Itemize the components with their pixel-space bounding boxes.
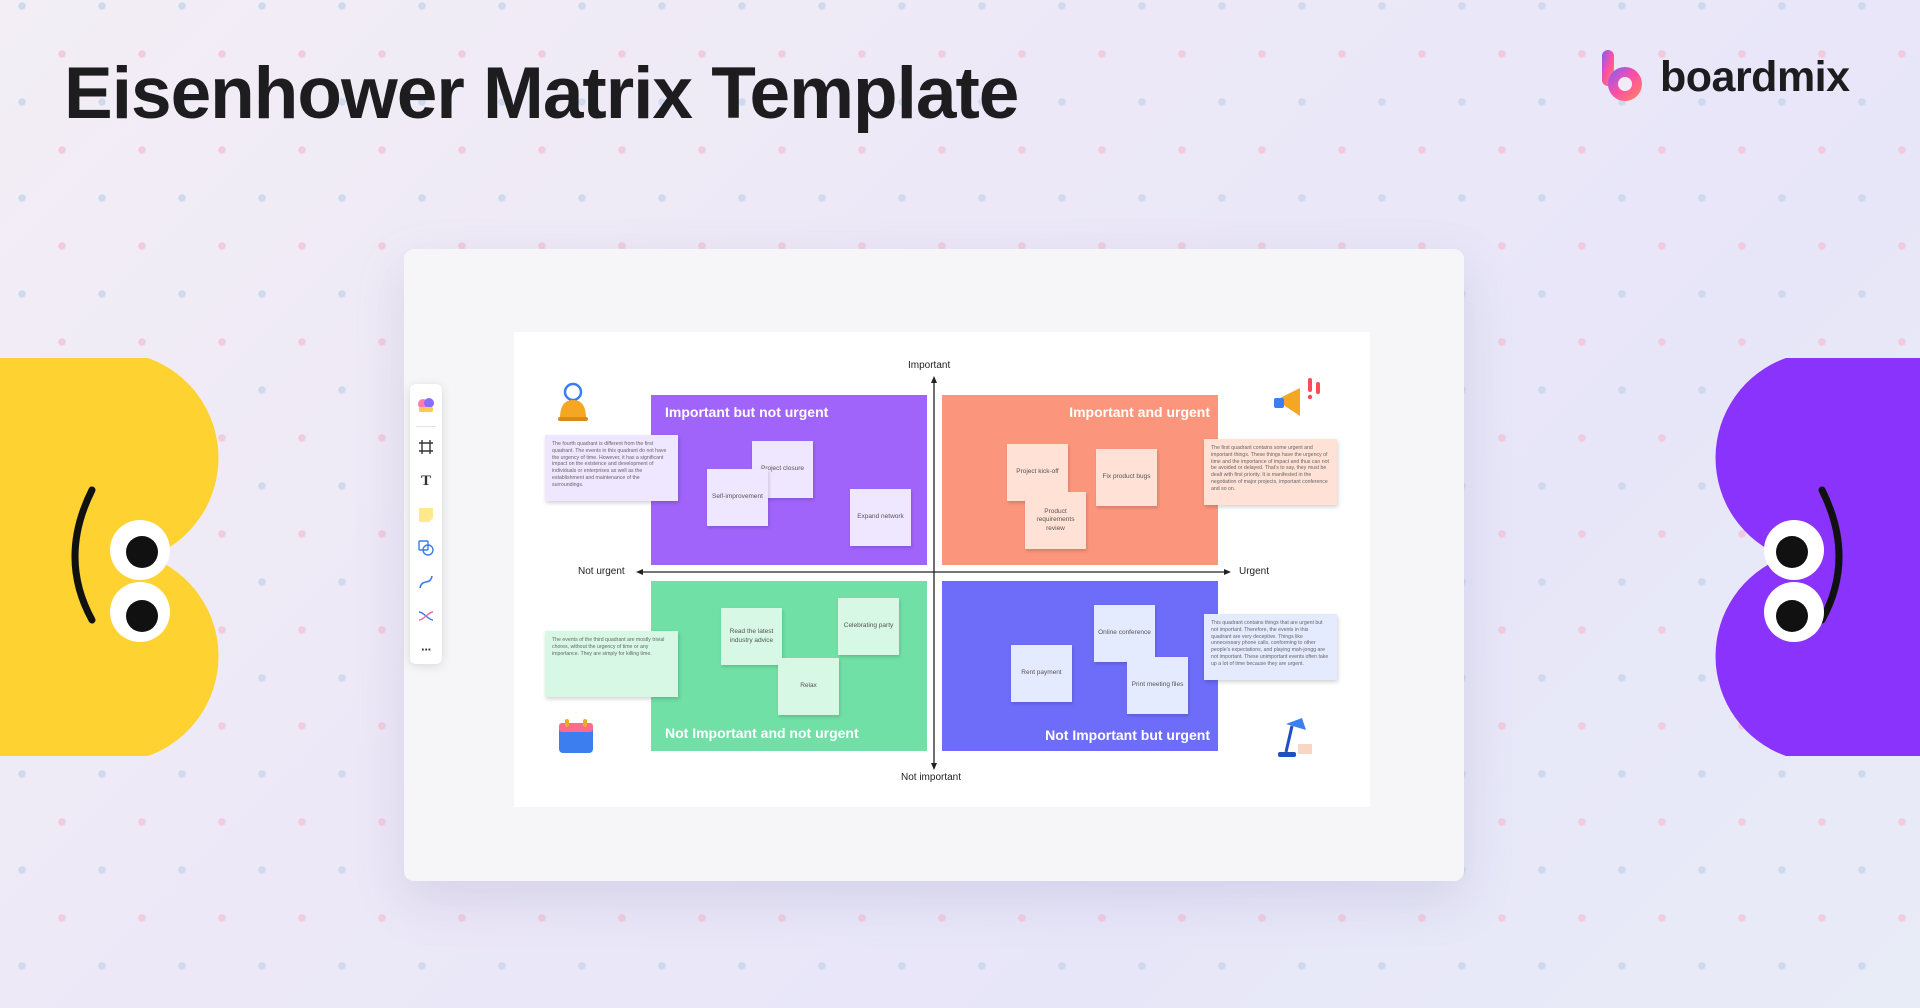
toolbar-divider [416, 425, 436, 427]
axis-label-important: Important [908, 360, 951, 371]
description-card-important-not-urgent[interactable]: The fourth quadrant is different from th… [545, 435, 678, 501]
axis-label-not-important: Not important [901, 772, 962, 783]
sticky-note[interactable]: Celebrating party [838, 598, 899, 655]
page-title: Eisenhower Matrix Template [64, 53, 1019, 134]
text-tool-glyph: T [420, 472, 431, 489]
quadrant-title: Important but not urgent [665, 404, 829, 420]
description-card-not-important-not-urgent[interactable]: The events of the third quadrant are mos… [545, 631, 678, 697]
axis-label-not-urgent: Not urgent [578, 566, 625, 577]
description-card-not-important-urgent[interactable]: This quadrant contains things that are u… [1204, 614, 1337, 680]
quadrant-title: Not Important but urgent [1045, 727, 1210, 743]
text-icon[interactable]: T [413, 466, 439, 496]
more-glyph: ··· [421, 641, 432, 657]
matrix-canvas: Important Not important Not urgent Urgen… [514, 332, 1370, 807]
template-preview-board: T ··· Important Not important Not [404, 249, 1464, 881]
description-card-important-urgent[interactable]: The first quadrant contains some urgent … [1204, 439, 1337, 505]
yellow-mascot [0, 358, 219, 756]
pen-icon[interactable] [413, 567, 439, 597]
sticky-note[interactable]: Fix product bugs [1096, 449, 1157, 506]
quadrant-title: Important and urgent [1069, 404, 1210, 420]
templates-icon[interactable] [413, 390, 439, 420]
quadrant-important-urgent: Important and urgent Project kick-off Fi… [942, 395, 1218, 565]
sticky-note[interactable]: Online conference [1094, 605, 1155, 662]
axis-label-urgent: Urgent [1239, 566, 1270, 577]
sticky-note[interactable]: Print meeting files [1127, 657, 1188, 714]
calendar-icon [559, 719, 593, 753]
connector-icon[interactable] [413, 601, 439, 631]
desk-lamp-icon [1278, 718, 1312, 757]
bell-icon [558, 382, 588, 421]
sticky-note[interactable]: Relax [778, 658, 839, 715]
sticky-note-icon[interactable] [413, 500, 439, 530]
boardmix-logo-icon [1602, 50, 1642, 101]
more-icon[interactable]: ··· [413, 634, 439, 664]
brand-name: boardmix [1660, 52, 1850, 101]
frame-icon[interactable] [413, 433, 439, 463]
matrix-axes [636, 376, 1231, 770]
boardmix-logo[interactable]: boardmix [1600, 48, 1850, 106]
sticky-note[interactable]: Self-improvement [707, 469, 768, 526]
quadrant-not-important-urgent: Not Important but urgent Online conferen… [942, 581, 1218, 751]
purple-mascot [1715, 358, 1920, 756]
sticky-note[interactable]: Read the latest industry advice [721, 608, 782, 665]
quadrant-not-important-not-urgent: Not Important and not urgent Read the la… [651, 581, 927, 751]
quadrant-important-not-urgent: Important but not urgent Project closure… [651, 395, 927, 565]
quadrant-title: Not Important and not urgent [665, 725, 859, 741]
megaphone-icon [1274, 378, 1320, 416]
sticky-note[interactable]: Expand network [850, 489, 911, 546]
board-toolbar: T ··· [410, 384, 442, 664]
sticky-note[interactable]: Project kick-off [1007, 444, 1068, 501]
sticky-note[interactable]: Rent payment [1011, 645, 1072, 702]
sticky-note[interactable]: Product requirements review [1025, 492, 1086, 549]
shape-icon[interactable] [413, 533, 439, 563]
